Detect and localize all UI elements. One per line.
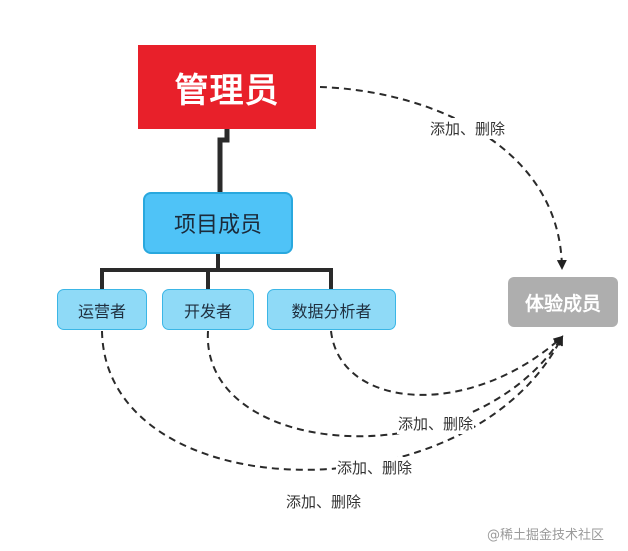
admin-to-project-connector: [217, 129, 230, 192]
role-label-developer: 开发者: [183, 301, 232, 321]
project-member-node: 项目成员: [143, 192, 293, 254]
edge-label-operator: 添加、删除: [285, 491, 363, 512]
developer-to-experience-arrow: [206, 330, 564, 438]
edge-label-data-analyst: 添加、删除: [397, 413, 475, 434]
project-to-roles-connector: [100, 254, 333, 289]
edge-label-admin: 添加、删除: [429, 118, 507, 139]
project-member-label: 项目成员: [173, 213, 262, 238]
watermark: @稀土掘金技术社区: [487, 528, 605, 543]
role-label-data-analyst: 数据分析者: [291, 301, 372, 321]
experience-member-label: 体验成员: [524, 292, 601, 315]
role-node-developer: 开发者: [162, 289, 254, 330]
admin-label: 管理员: [174, 70, 280, 111]
admin-to-experience-arrow: [319, 86, 567, 270]
role-node-data-analyst: 数据分析者: [267, 289, 396, 330]
operator-to-experience-arrow: [101, 330, 563, 471]
admin-node: 管理员: [138, 45, 316, 129]
role-label-operator: 运营者: [77, 301, 126, 321]
experience-member-node: 体验成员: [508, 277, 618, 327]
role-node-operator: 运营者: [57, 289, 147, 330]
edge-label-developer: 添加、删除: [336, 457, 414, 478]
analyst-to-experience-arrow: [330, 330, 564, 396]
